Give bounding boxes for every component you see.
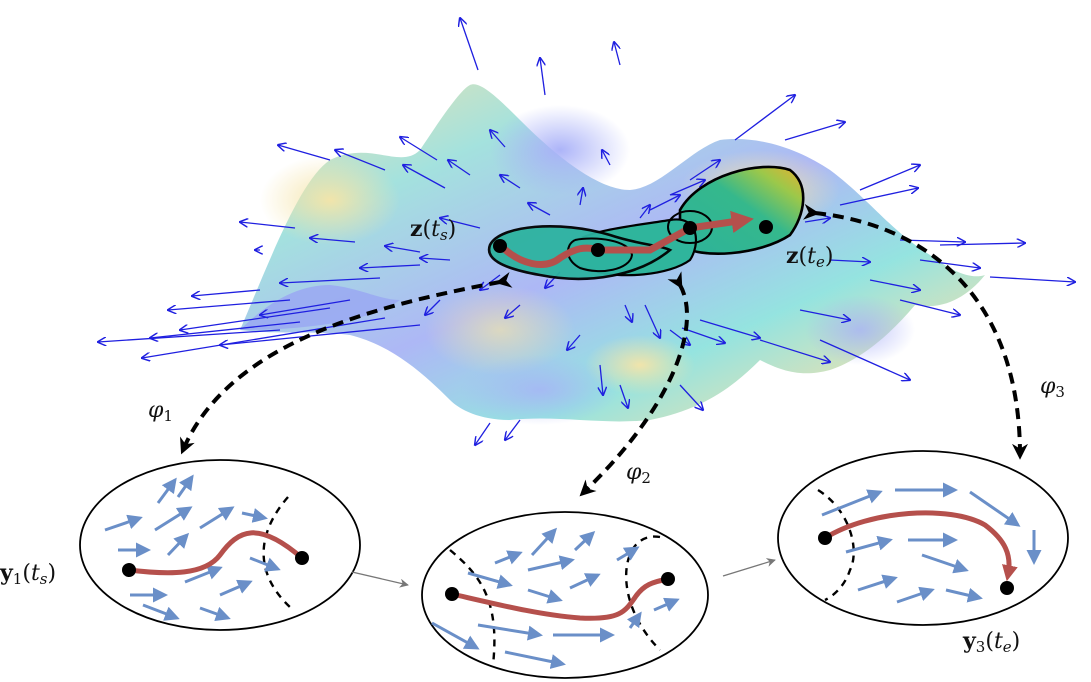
label-phi3: φ3 — [1040, 374, 1065, 401]
point-z-ts — [493, 239, 507, 253]
phi3-arrow — [803, 203, 1028, 460]
point-z-mid-1 — [591, 243, 605, 257]
label-y3-te: y3(te) — [963, 628, 1021, 656]
chart-patches — [487, 165, 805, 281]
transition-arrow-1-2 — [351, 571, 409, 588]
phi1-arrow — [180, 272, 513, 455]
chart-1 — [79, 459, 361, 631]
transition-arrow-2-3 — [722, 558, 776, 577]
label-y1-ts: y1(ts) — [0, 560, 57, 588]
mapping-arrows — [180, 203, 1028, 497]
chart-2 — [421, 511, 709, 679]
label-phi2: φ2 — [626, 460, 651, 487]
chart-3 — [777, 450, 1069, 626]
latent-points — [493, 220, 773, 257]
label-z-te: z(te) — [786, 243, 834, 271]
label-z-ts: z(ts) — [410, 216, 457, 244]
point-z-mid-2 — [683, 221, 697, 235]
label-phi1: φ1 — [148, 398, 173, 425]
point-z-te — [759, 220, 773, 234]
